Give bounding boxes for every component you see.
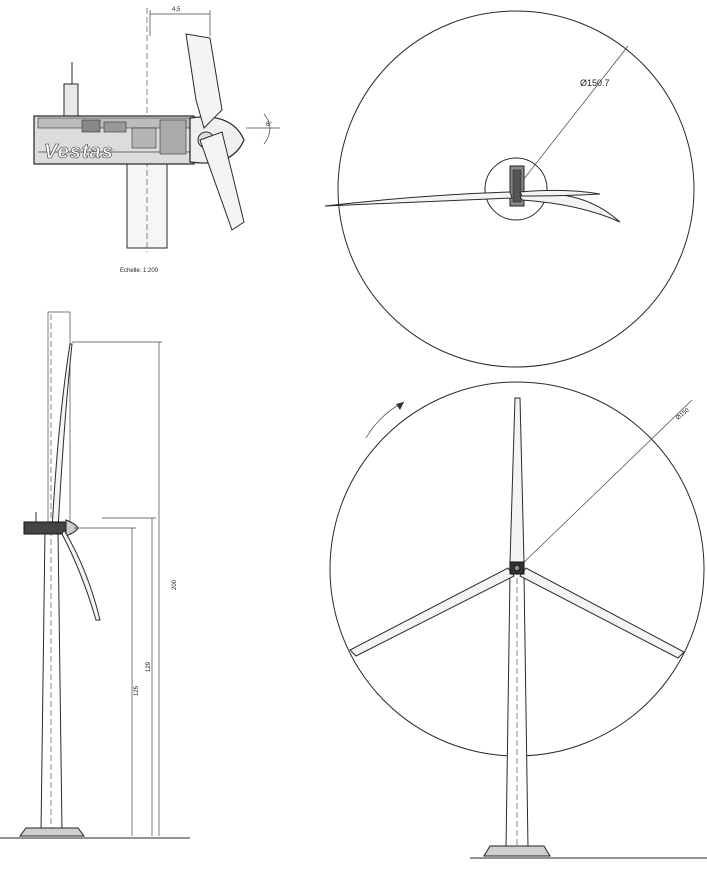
diameter-leader-front [516,399,693,570]
scale-label: Echelle: 1:200 [120,268,159,274]
rotor-top-view: Ø150.7 [324,10,695,368]
vestas-logo: Vestas [44,141,114,163]
hub-offset-label: 4,5 [172,7,181,13]
tower-side [40,529,63,833]
diameter-label-front: Ø150 [675,407,691,421]
turbine-front-elevation: Ø150 [329,381,707,859]
blade-down-side [199,131,245,231]
blade-up-side [185,33,223,129]
nacelle-machinery [81,119,187,155]
blade-right-front [519,567,685,659]
nacelle-top-inner [512,169,522,203]
dim-hub-label-1: 129 [146,661,152,672]
hub-front-center [513,564,521,572]
foundation-front [483,845,551,857]
nacelle-cooler [63,83,79,117]
nacelle-elevation [23,521,69,535]
diameter-leader-top [515,45,629,190]
tilt-angle-arc [263,113,271,145]
tilt-angle-label: 6° [266,122,272,128]
blade-up-elevation [51,343,73,531]
blade-left-front [349,567,515,657]
blade-down-elevation [61,528,101,621]
rotation-arrow-head [396,402,404,410]
blade-right-top [519,193,621,223]
dim-total-label: 200 [172,579,178,590]
rotor-circle-top [337,10,695,368]
nacelle-side-view: 4,5 Vestas 6° Echelle: 1:200 [33,7,280,274]
blade-left-top [324,191,513,207]
blade-right-top-2 [519,189,601,197]
foundation-side [19,827,85,837]
diameter-label-top: Ø150.7 [580,78,610,88]
hub-circle-top [484,157,548,221]
turbine-side-elevation: 200 129 125 [0,311,190,839]
blade-up-front [509,397,525,563]
dim-hub-label-2: 125 [134,685,140,696]
